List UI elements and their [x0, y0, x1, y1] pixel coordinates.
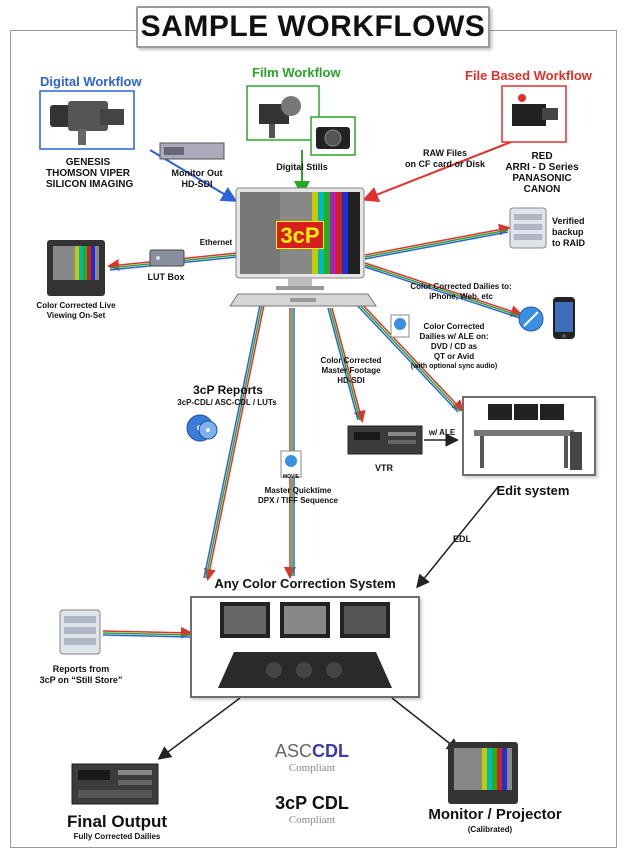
- disc-icon: [186, 414, 218, 442]
- keyboard-icon: [229, 293, 377, 307]
- arrow-to-raid: [364, 223, 511, 260]
- safari-icon: [518, 306, 544, 332]
- film-workflow-title: Film Workflow: [252, 65, 341, 80]
- red-camera-icon: [501, 85, 567, 143]
- arrow-final-output: [157, 697, 241, 760]
- raid-icon: [509, 207, 547, 249]
- master-quicktime-label: Master Quicktime DPX / TIFF Sequence: [257, 486, 338, 505]
- still-store-raid-icon: [59, 609, 101, 655]
- file-camera-names: RED ARRI - D Series PANASONIC CANON: [505, 151, 579, 195]
- vtr-icon: [347, 425, 423, 455]
- reports-title: 3cP Reports: [193, 383, 263, 397]
- cp-cdl-logo: 3cP CDL Compliant: [275, 793, 349, 826]
- arrow-to-correction-left: [203, 304, 265, 581]
- file-workflow-title: File Based Workflow: [465, 68, 592, 83]
- lut-box-icon: [149, 249, 185, 267]
- iphone-icon: [553, 297, 575, 339]
- w-ale-label: w/ ALE: [428, 428, 456, 437]
- verified-backup-label: Verified backup to RAID: [552, 216, 585, 248]
- movie-file-icon: [280, 450, 302, 478]
- grading-console-icon: [218, 602, 392, 688]
- edit-desk-icon: [474, 404, 582, 470]
- arrow-to-correction-mid: [284, 308, 296, 579]
- monitor-out-label: Monitor Out HD-SDI: [171, 168, 223, 189]
- arrow-to-vtr: [327, 307, 366, 423]
- still-store-label: Reports from 3cP on “Still Store”: [39, 664, 123, 685]
- arrow-monitor-projector: [391, 697, 461, 752]
- digital-camera-names: GENESIS THOMSON VIPER SILICON IMAGING: [46, 157, 134, 190]
- final-output-subtitle: Fully Corrected Dailies: [73, 832, 161, 841]
- movie-badge: MOVIE: [282, 474, 300, 480]
- vtr-label: VTR: [375, 463, 393, 473]
- page-title: SAMPLE WORKFLOWS: [136, 6, 490, 48]
- color-correction-title: Any Color Correction System: [214, 576, 396, 591]
- edit-system-label: Edit system: [496, 483, 570, 498]
- edl-label: EDL: [453, 534, 471, 544]
- digital-workflow-title: Digital Workflow: [40, 74, 142, 89]
- arrow-file: [362, 139, 517, 203]
- arrow-edl: [416, 486, 499, 589]
- final-output-label: Final Output: [66, 812, 168, 831]
- monitor-icon: [235, 187, 365, 290]
- monitor-out-device-icon: [159, 142, 225, 160]
- deck-icon: [71, 763, 159, 805]
- monitor-projector-label: Monitor / Projector: [428, 806, 562, 823]
- digital-stills-label: Digital Stills: [276, 162, 328, 172]
- raw-files-label: RAW Files on CF card or Disk: [404, 148, 485, 169]
- ethernet-label: Ethernet: [199, 238, 233, 247]
- crt-monitor-icon: [47, 240, 105, 296]
- arrow-still-store: [102, 626, 193, 639]
- master-footage-label: Color Corrected Master Footage HD-SDI: [320, 356, 382, 385]
- quicktime-icon: [390, 314, 410, 338]
- dslr-icon: [310, 116, 356, 156]
- dailies-ale-label: Color Corrected Dailies w/ ALE on: DVD /…: [410, 322, 498, 370]
- monitor-projector-subtitle: (Calibrated): [467, 825, 513, 834]
- film-camera-icon: [246, 85, 320, 141]
- screen-logo: 3cP: [276, 221, 324, 249]
- dailies-web-label: Color Corrected Dailies to: iPhone, Web,…: [410, 282, 512, 301]
- monitor-projector-icon: [448, 742, 518, 804]
- arrow-to-edit: [353, 299, 465, 413]
- lut-box-label: LUT Box: [147, 272, 185, 282]
- camera-icon: [39, 90, 135, 150]
- arrow-to-iphone: [364, 262, 523, 319]
- reports-subtitle: 3cP-CDL/ ASC-CDL / LUTs: [177, 398, 277, 407]
- live-viewing-label: Color Corrected Live Viewing On-Set: [36, 301, 116, 320]
- asc-cdl-logo: ASCCDL Compliant: [274, 741, 349, 774]
